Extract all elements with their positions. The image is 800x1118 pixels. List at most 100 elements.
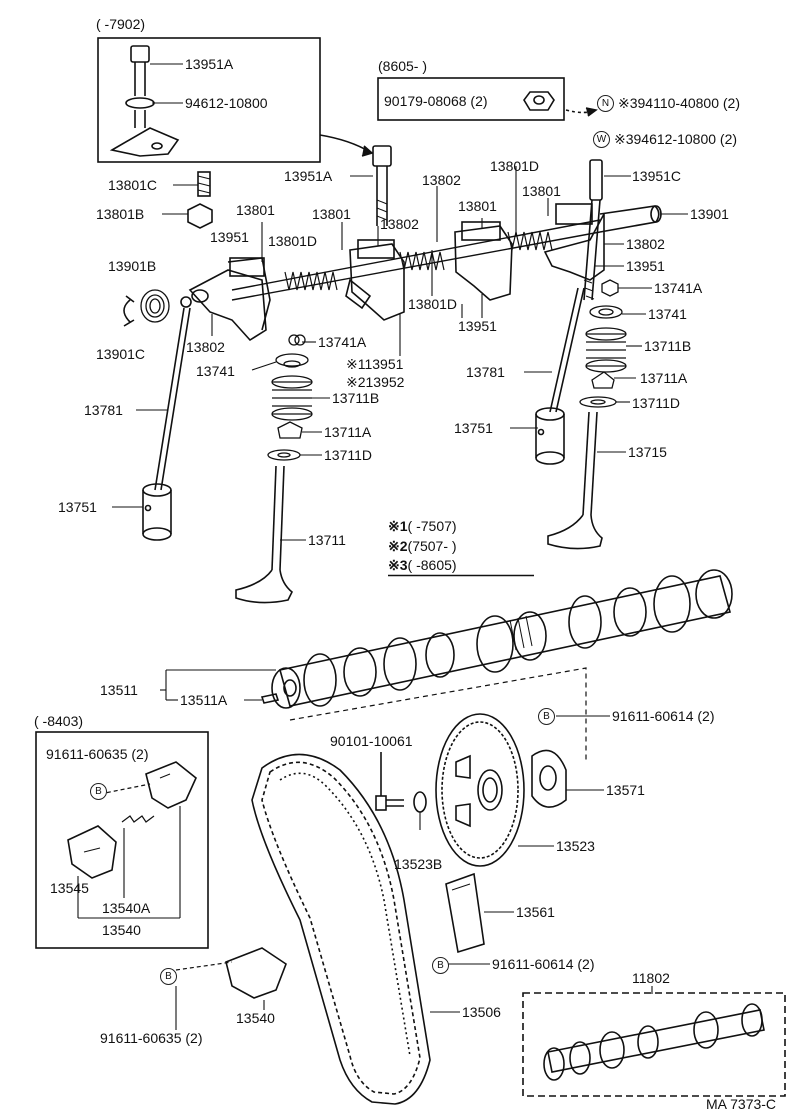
label-13901: 13901 <box>690 206 729 222</box>
camshaft-assy-11802 <box>543 1003 765 1081</box>
label-13781-a: 13781 <box>84 402 123 418</box>
camshaft-13511 <box>271 569 733 709</box>
valve-stack-left <box>267 334 313 461</box>
pointer-arrow <box>319 134 371 153</box>
label-90179-08068: 90179-08068 (2) <box>384 93 488 109</box>
label-13801-c: 13801 <box>458 198 497 214</box>
label-13540A: 13540A <box>102 900 151 916</box>
serial-note-3: ※3( -8605) <box>388 557 457 573</box>
label-94612-10800: 94612-10800 <box>185 95 268 111</box>
label-13540-a: 13540 <box>102 922 141 938</box>
rocker-springs <box>284 231 553 291</box>
label-13951A-box: 13951A <box>185 56 234 72</box>
label-13711B-b: 13711B <box>644 338 692 354</box>
range-upper-right: (8605- ) <box>378 58 428 74</box>
timing-gear <box>435 713 525 867</box>
pushrod-left <box>154 296 192 491</box>
label-91611-60614-a: 91611-60614 (2) <box>612 708 715 724</box>
label-13741-a: 13741 <box>196 363 235 379</box>
label-13802-d: 13802 <box>186 339 225 355</box>
label-13545: 13545 <box>50 880 89 896</box>
label-13901C: 13901C <box>96 346 146 362</box>
label-394612-10800: ※394612-10800 (2) <box>614 131 738 147</box>
box-tensioner <box>35 731 209 949</box>
serial-note-1: ※1( -7507) <box>388 518 457 534</box>
label-91611-60635-b: 91611-60635 (2) <box>100 1030 203 1046</box>
bolt-13951C <box>583 159 603 301</box>
label-13951A: 13951A <box>284 168 333 184</box>
damper-13561 <box>445 872 485 954</box>
label-13781-b: 13781 <box>466 364 505 380</box>
bolt-90101 <box>375 752 404 811</box>
label-13901B: 13901B <box>108 258 157 274</box>
label-13711B-a: 13711B <box>332 390 380 406</box>
serial-note-2: ※2(7507- ) <box>388 538 457 554</box>
label-13751-a: 13751 <box>58 499 97 515</box>
valve-13711 <box>235 465 294 604</box>
label-13801D-c: 13801D <box>408 296 458 312</box>
key-13511A <box>260 693 280 704</box>
label-13802-c: 13802 <box>626 236 665 252</box>
tensioner-13540 <box>225 947 287 999</box>
label-13801D-b: 13801D <box>268 233 318 249</box>
lifter-right <box>535 407 565 465</box>
rocker-arm-4 <box>543 203 605 281</box>
label-13523B: 13523B <box>394 856 443 872</box>
label-13751-b: 13751 <box>454 420 493 436</box>
label-13506: 13506 <box>462 1004 501 1020</box>
label-13801-b: 13801 <box>312 206 351 222</box>
rocker-arm-3 <box>454 221 513 301</box>
label-13511: 13511 <box>100 682 138 698</box>
label-13801D-a: 13801D <box>490 158 540 174</box>
label-13951-c: 13951 <box>458 318 497 334</box>
clip-13901C <box>123 295 135 327</box>
box-camshaft-assy <box>522 992 786 1097</box>
label-13523: 13523 <box>556 838 595 854</box>
label-13561: 13561 <box>516 904 555 920</box>
label-90101-10061: 90101-10061 <box>330 733 413 749</box>
label-13711A-a: 13711A <box>324 424 372 440</box>
label-13801C: 13801C <box>108 177 158 193</box>
dashed-assembly-line <box>289 667 587 762</box>
label-13715: 13715 <box>628 444 667 460</box>
label-13571: 13571 <box>606 782 645 798</box>
tensioner-box-parts <box>67 761 197 879</box>
lifter-left <box>142 483 172 541</box>
rocker-arm-2 <box>345 239 405 321</box>
b-mark-icon-4: B <box>160 968 177 985</box>
leader-lines <box>77 63 688 1030</box>
label-13741-b: 13741 <box>648 306 687 322</box>
nut-90179 <box>523 91 555 111</box>
label-13711A-b: 13711A <box>640 370 688 386</box>
note-underline <box>388 574 534 577</box>
label-13741A-b: 13741A <box>654 280 703 296</box>
label-13711D-a: 13711D <box>324 447 373 463</box>
label-13951-a: 13951 <box>210 229 249 245</box>
label-13741A-a: 13741A <box>318 334 367 350</box>
label-13511A: 13511A <box>180 692 228 708</box>
label-13802-a: 13802 <box>422 172 461 188</box>
range-upper-left: ( -7902) <box>96 16 146 32</box>
rocker-arm-1 <box>188 257 271 342</box>
label-13801B: 13801B <box>96 206 145 222</box>
timing-chain <box>251 753 431 1105</box>
valve-stack-right <box>579 279 627 408</box>
label-13951C: 13951C <box>632 168 682 184</box>
spring-13901B <box>140 289 170 323</box>
label-13951-b: 13951 <box>626 258 665 274</box>
range-tensioner: ( -8403) <box>34 713 84 729</box>
label-13711D-b: 13711D <box>632 395 681 411</box>
label-note-13951: ※113951 <box>346 356 404 372</box>
label-394110-40800: ※394110-40800 (2) <box>618 95 741 111</box>
washer-13523B <box>413 791 427 813</box>
pushrod-right <box>549 287 585 413</box>
box-upper-left <box>97 37 321 163</box>
label-11802: 11802 <box>632 970 670 986</box>
label-91611-60614-b: 91611-60614 (2) <box>492 956 595 972</box>
b-mark-icon-2: B <box>90 783 107 800</box>
stud-13801C <box>197 171 211 197</box>
diagram-code: MA 7373-C <box>706 1096 777 1112</box>
label-13711: 13711 <box>308 532 346 548</box>
